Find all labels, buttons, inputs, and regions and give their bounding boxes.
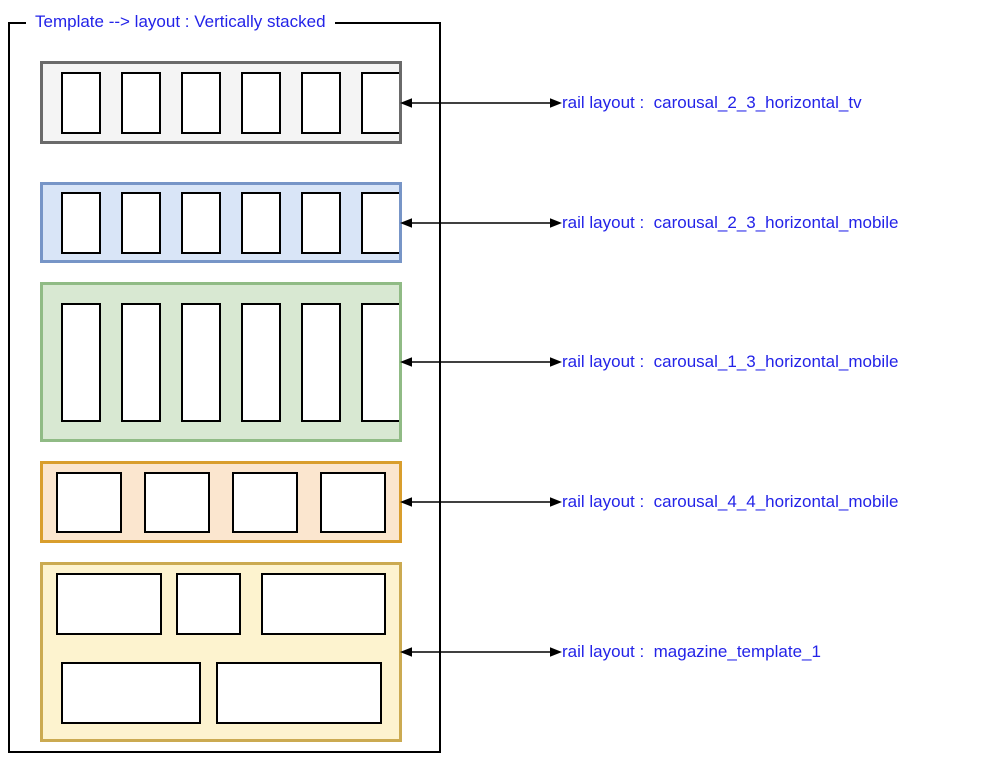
rail-item-box	[301, 302, 341, 422]
rail-item-box	[361, 191, 399, 254]
rail-item-box	[144, 471, 210, 533]
rail-item-box	[121, 71, 161, 134]
rail-carousal-2-3-horizontal-tv	[40, 61, 402, 144]
rail-label-carousal-2-3-horizontal-tv: rail layout : carousal_2_3_horizontal_tv	[562, 93, 862, 112]
magazine-box-bottom-left	[61, 662, 201, 724]
rail-label-carousal-1-3-horizontal-mobile: rail layout : carousal_1_3_horizontal_mo…	[562, 352, 899, 371]
rail-items	[43, 285, 399, 439]
rail-carousal-4-4-horizontal-mobile	[40, 461, 402, 543]
rail-item-box	[320, 471, 386, 533]
magazine-box-top-middle	[176, 573, 241, 635]
rail-label-carousal-2-3-horizontal-mobile: rail layout : carousal_2_3_horizontal_mo…	[562, 213, 899, 232]
rail-label-magazine-template-1: rail layout : magazine_template_1	[562, 642, 821, 661]
rail-items	[43, 64, 399, 141]
rail-item-box	[61, 71, 101, 134]
rail-item-box	[121, 191, 161, 254]
rail-item-box	[181, 302, 221, 422]
rail-items	[43, 464, 399, 540]
rail-item-box	[121, 302, 161, 422]
rail-item-box	[232, 471, 298, 533]
rail-item-box	[361, 71, 399, 134]
double-arrow	[400, 357, 562, 367]
rail-item-box	[361, 302, 399, 422]
rail-item-box	[61, 302, 101, 422]
magazine-box-bottom-right	[216, 662, 382, 724]
rail-carousal-2-3-horizontal-mobile	[40, 182, 402, 263]
rail-label-carousal-4-4-horizontal-mobile: rail layout : carousal_4_4_horizontal_mo…	[562, 492, 899, 511]
rail-item-box	[301, 191, 341, 254]
rail-item-box	[61, 191, 101, 254]
magazine-box-top-left	[56, 573, 162, 635]
rail-item-box	[181, 191, 221, 254]
double-arrow	[400, 218, 562, 228]
double-arrow	[400, 647, 562, 657]
rail-item-box	[56, 471, 122, 533]
rail-carousal-1-3-horizontal-mobile	[40, 282, 402, 442]
rail-items	[43, 185, 399, 260]
double-arrow	[400, 497, 562, 507]
double-arrow	[400, 98, 562, 108]
rail-magazine-template-1	[40, 562, 402, 742]
magazine-box-top-right	[261, 573, 386, 635]
rail-item-box	[301, 71, 341, 134]
rail-item-box	[241, 71, 281, 134]
template-title: Template --> layout : Vertically stacked	[26, 10, 335, 33]
rail-item-box	[241, 302, 281, 422]
rail-item-box	[241, 191, 281, 254]
rail-item-box	[181, 71, 221, 134]
